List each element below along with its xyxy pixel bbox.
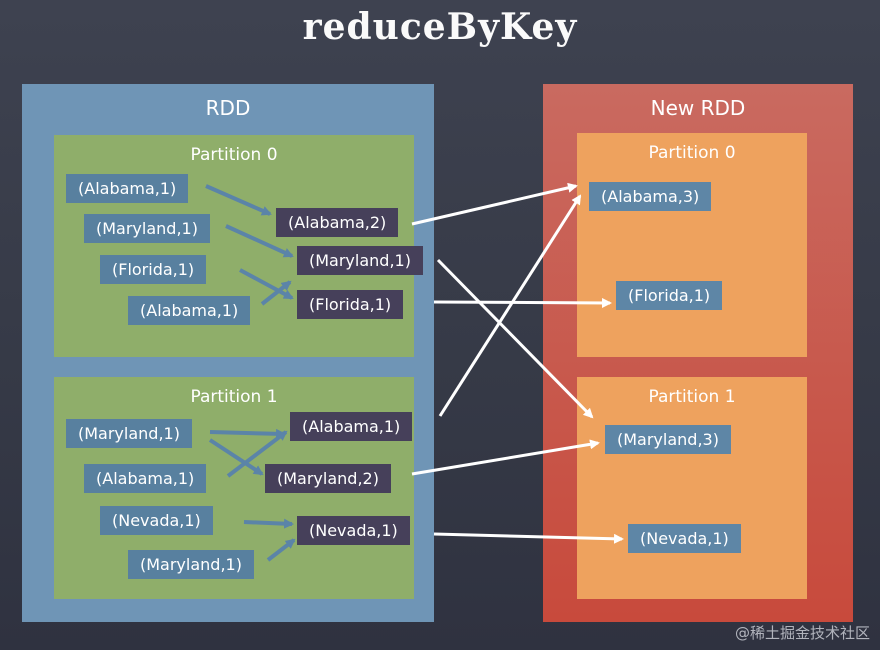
p0-reduced-pair: (Maryland,1) xyxy=(297,246,423,275)
p1-reduced-pair: (Maryland,2) xyxy=(265,464,391,493)
new-rdd-partition-1: Partition 1 xyxy=(577,377,807,599)
p0-input-pair: (Alabama,1) xyxy=(128,296,251,325)
p1-input-pair: (Maryland,1) xyxy=(128,550,254,579)
shuffle-arrow xyxy=(433,297,612,308)
local-combine-arrow xyxy=(226,430,288,478)
local-combine-arrow xyxy=(239,268,294,300)
p1-input-pair: (Alabama,1) xyxy=(84,464,207,493)
p0-input-pair: (Florida,1) xyxy=(100,255,207,284)
local-combine-arrow xyxy=(266,538,296,562)
new-p0-pair: (Florida,1) xyxy=(616,281,723,310)
local-combine-arrow xyxy=(243,518,294,529)
shuffle-arrow xyxy=(411,182,578,226)
local-combine-arrow xyxy=(205,184,272,216)
local-combine-arrow xyxy=(260,280,292,306)
new-p0-pair: (Alabama,3) xyxy=(589,182,712,211)
shuffle-arrow xyxy=(411,439,600,476)
rdd-partition-0-label: Partition 0 xyxy=(190,145,278,165)
p0-input-pair: (Maryland,1) xyxy=(84,214,210,243)
p1-reduced-pair: (Alabama,1) xyxy=(290,412,413,441)
local-combine-arrow xyxy=(225,224,294,258)
new-rdd-partition-0: Partition 0 xyxy=(577,133,807,357)
p1-reduced-pair: (Nevada,1) xyxy=(297,516,410,545)
new-rdd-partition-0-label: Partition 0 xyxy=(648,143,736,163)
shuffle-arrow xyxy=(433,532,624,544)
watermark: @稀土掘金技术社区 xyxy=(734,624,870,642)
p0-reduced-pair: (Alabama,2) xyxy=(276,208,399,237)
new-rdd-partition-1-label: Partition 1 xyxy=(648,387,736,407)
p1-input-pair: (Nevada,1) xyxy=(100,506,213,535)
new-p1-pair: (Maryland,3) xyxy=(605,425,731,454)
rdd-label: RDD xyxy=(205,96,251,120)
p1-input-pair: (Maryland,1) xyxy=(66,419,192,448)
p0-reduced-pair: (Florida,1) xyxy=(297,290,404,319)
new-rdd-label: New RDD xyxy=(650,96,746,120)
local-combine-arrow xyxy=(209,428,286,439)
p0-input-pair: (Alabama,1) xyxy=(66,174,189,203)
shuffle-arrow xyxy=(438,194,582,417)
new-p1-pair: (Nevada,1) xyxy=(628,524,741,553)
rdd-partition-1-label: Partition 1 xyxy=(190,387,278,407)
local-combine-arrow xyxy=(208,438,264,476)
diagram-title: reduceByKey xyxy=(302,6,578,48)
shuffle-arrow xyxy=(436,258,594,419)
